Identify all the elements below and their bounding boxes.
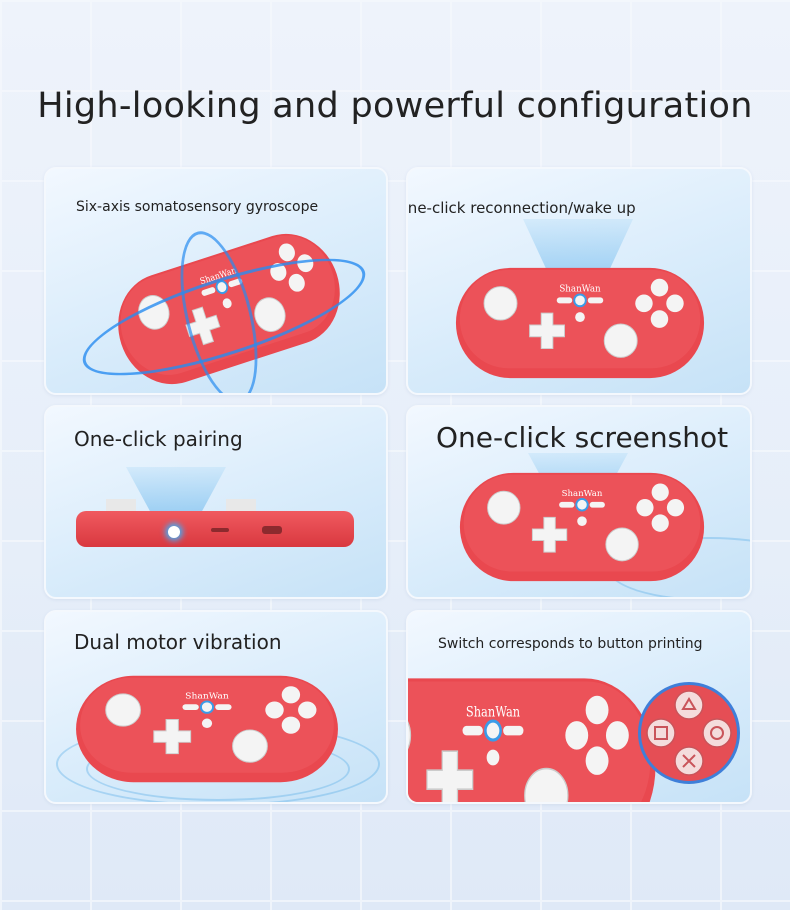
feature-label: Switch corresponds to button printing bbox=[438, 636, 703, 652]
b-button bbox=[288, 273, 305, 292]
a-button bbox=[666, 294, 684, 313]
select-button bbox=[462, 725, 483, 736]
capture-button bbox=[486, 749, 500, 766]
home-button bbox=[215, 280, 229, 295]
left-stick bbox=[138, 295, 170, 330]
dpad bbox=[529, 312, 565, 350]
feature-card-button-printing: Switch corresponds to button printing Sh… bbox=[406, 610, 752, 804]
dpad bbox=[531, 516, 568, 553]
select-button bbox=[201, 287, 216, 296]
b-button bbox=[651, 514, 669, 532]
y-button bbox=[635, 294, 653, 313]
switch bbox=[262, 526, 282, 534]
dpad bbox=[153, 719, 192, 755]
a-button bbox=[605, 721, 629, 750]
select-button bbox=[559, 501, 575, 508]
brand-logo: ShanWan bbox=[559, 284, 601, 294]
controller-image: ShanWan bbox=[74, 672, 340, 786]
y-button bbox=[265, 701, 284, 719]
y-button bbox=[565, 721, 589, 750]
start-button bbox=[215, 704, 232, 710]
feature-label: One-click pairing bbox=[74, 427, 243, 451]
start-button bbox=[503, 725, 524, 736]
right-stick bbox=[605, 527, 639, 562]
x-button bbox=[281, 686, 301, 704]
feature-label: Dual motor vibration bbox=[74, 630, 282, 654]
home-button bbox=[573, 293, 587, 308]
controller-image: ShanWan bbox=[458, 469, 706, 585]
right-stick bbox=[232, 729, 268, 763]
b-button bbox=[585, 746, 609, 775]
home-button bbox=[484, 719, 502, 742]
left-stick bbox=[483, 286, 518, 321]
select-button bbox=[182, 704, 199, 710]
controller-closeup: ShanWan bbox=[408, 672, 658, 802]
home-button bbox=[575, 498, 589, 512]
feature-card-vibration: Dual motor vibration ShanWan bbox=[44, 610, 388, 804]
capture-button bbox=[577, 516, 587, 527]
controller-side-view bbox=[76, 511, 354, 547]
feature-card-reconnection: One-click reconnection/wake up ShanWan bbox=[406, 167, 752, 395]
start-button bbox=[587, 297, 604, 304]
right-stick bbox=[603, 323, 638, 358]
controller-image: ShanWan bbox=[101, 216, 357, 393]
start-button bbox=[228, 278, 243, 288]
capture-button bbox=[201, 718, 213, 729]
b-button bbox=[650, 310, 669, 328]
shoulder-buttons bbox=[106, 499, 326, 513]
brand-logo: ShanWan bbox=[466, 704, 520, 721]
feature-card-gyroscope: Six-axis somatosensory gyroscope ShanWan bbox=[44, 167, 388, 395]
x-button bbox=[650, 278, 669, 297]
feature-label: One-click reconnection/wake up bbox=[406, 199, 636, 217]
feature-label: One-click screenshot bbox=[436, 421, 729, 454]
b-button bbox=[281, 716, 301, 734]
select-button bbox=[556, 297, 573, 304]
a-button bbox=[666, 498, 685, 517]
capture-button bbox=[575, 312, 585, 323]
page-title: High-looking and powerful configuration bbox=[37, 86, 753, 126]
brand-logo: ShanWan bbox=[562, 489, 603, 499]
dpad bbox=[185, 306, 221, 346]
left-stick bbox=[408, 721, 412, 750]
brand-logo: ShanWan bbox=[185, 692, 229, 702]
right-stick bbox=[254, 297, 286, 332]
dpad bbox=[426, 750, 474, 802]
pair-button bbox=[168, 526, 180, 538]
controller-image: ShanWan bbox=[454, 264, 706, 382]
x-button bbox=[585, 695, 609, 725]
feature-label: Six-axis somatosensory gyroscope bbox=[76, 199, 319, 215]
x-button bbox=[651, 483, 669, 501]
magnified-button-print bbox=[638, 682, 740, 784]
feature-card-pairing: One-click pairing bbox=[44, 405, 388, 599]
feature-card-screenshot: One-click screenshot ShanWan bbox=[406, 405, 752, 599]
capture-button bbox=[222, 298, 232, 309]
usb-port bbox=[211, 528, 229, 532]
y-button bbox=[270, 263, 287, 281]
home-button bbox=[199, 700, 215, 714]
left-stick bbox=[105, 693, 142, 727]
left-stick bbox=[487, 490, 521, 525]
y-button bbox=[636, 498, 654, 517]
a-button bbox=[297, 254, 314, 273]
x-button bbox=[278, 243, 295, 262]
start-button bbox=[589, 501, 605, 508]
right-stick bbox=[524, 767, 569, 802]
a-button bbox=[298, 701, 317, 719]
